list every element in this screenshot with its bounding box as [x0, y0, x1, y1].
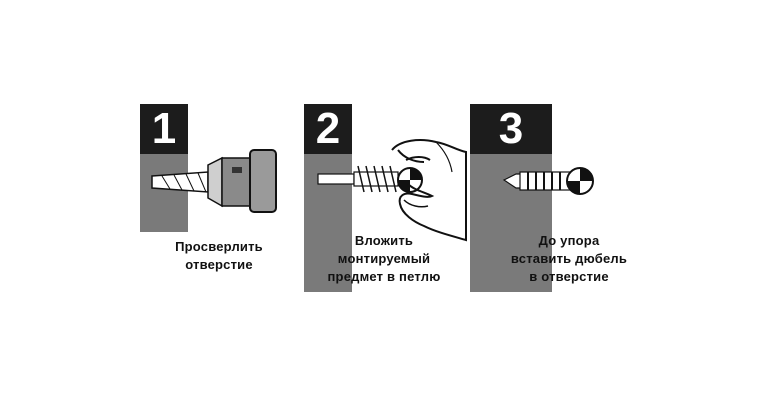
caption-line: предмет в петлю: [327, 269, 441, 284]
caption-line: Просверлить: [175, 239, 263, 254]
caption-line: в отверстие: [529, 269, 609, 284]
step-1-caption: Просверлить отверстие: [150, 238, 288, 274]
step-2-number: 2: [304, 104, 352, 154]
caption-line: монтируемый: [337, 251, 431, 266]
caption-line: До упора: [538, 233, 600, 248]
step-3-caption: До упора вставить дюбель в отверстие: [484, 232, 654, 286]
step-1-wall: [140, 154, 188, 232]
caption-line: вставить дюбель: [510, 251, 628, 266]
step-3-number: 3: [470, 104, 552, 154]
caption-line: Вложить: [354, 233, 414, 248]
step-1-number: 1: [140, 104, 188, 154]
step-2-caption: Вложить монтируемый предмет в петлю: [300, 232, 468, 286]
caption-line: отверстие: [185, 257, 253, 272]
